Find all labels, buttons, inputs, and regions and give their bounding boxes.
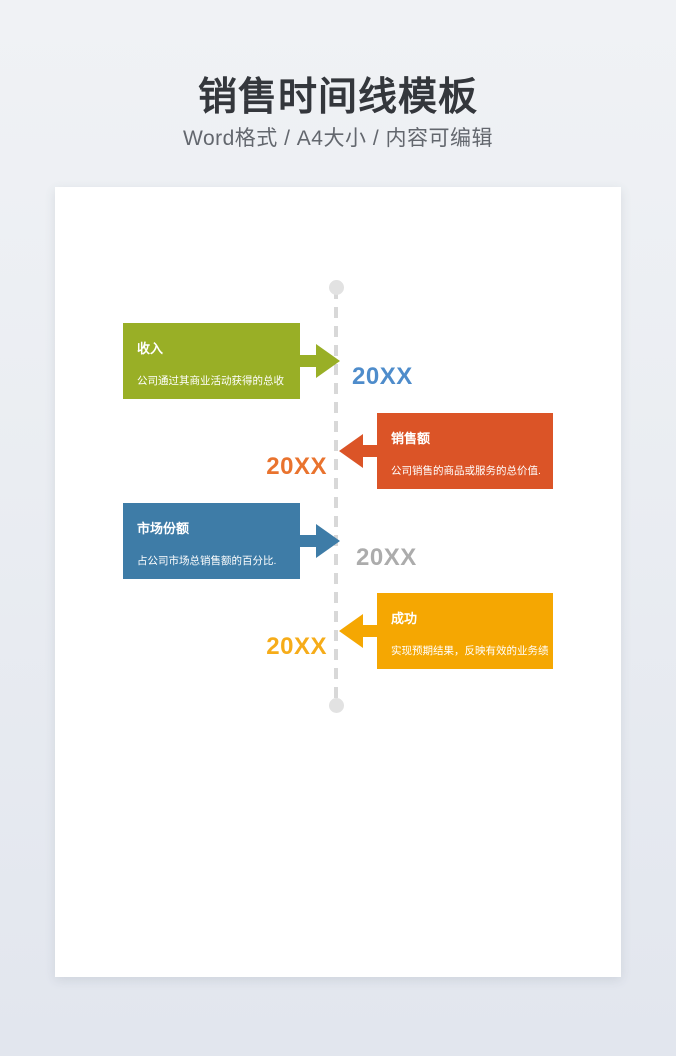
a4-sheet: 收入 公司通过其商业活动获得的总收 20XX 销售额 公司销售的商品或服务的总价… [55,187,621,977]
arrow-right-icon [300,524,340,558]
timeline-end-dot [329,698,344,713]
year-label: 20XX [266,633,327,660]
year-label: 20XX [356,544,417,571]
arrow-left-icon [339,614,379,648]
item-title: 市场份额 [137,521,190,536]
year-label: 20XX [266,453,327,480]
item-description: 公司销售的商品或服务的总价值. [391,465,541,477]
item-title: 收入 [137,341,164,356]
item-box: 销售额 公司销售的商品或服务的总价值. [377,413,553,489]
item-description: 占公司市场总销售额的百分比. [137,555,277,567]
timeline-start-dot [329,280,344,295]
item-title: 销售额 [391,431,431,446]
item-title: 成功 [391,611,418,626]
arrow-left-icon [339,434,379,468]
page-subtitle: Word格式 / A4大小 / 内容可编辑 [183,127,493,150]
arrow-right-icon [300,344,340,378]
item-description: 公司通过其商业活动获得的总收 [137,375,284,387]
year-label: 20XX [352,363,413,390]
item-box: 市场份额 占公司市场总销售额的百分比. [123,503,300,579]
page-title: 销售时间线模板 [197,76,478,119]
item-box: 成功 实现预期结果，反映有效的业务绩 [377,593,553,669]
item-box: 收入 公司通过其商业活动获得的总收 [123,323,300,399]
timeline-dashed-line [334,288,338,706]
item-description: 实现预期结果，反映有效的业务绩 [391,645,549,657]
